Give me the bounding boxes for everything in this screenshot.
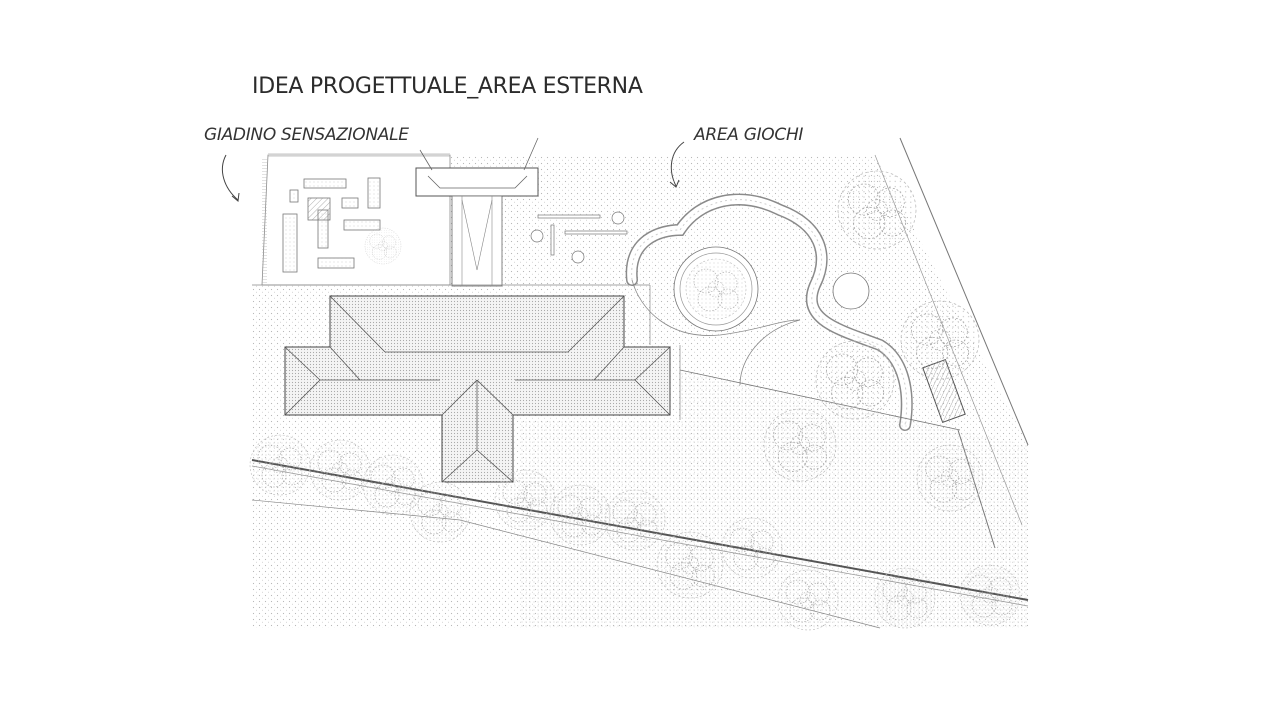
play-area-label: AREA GIOCHI [694, 125, 804, 145]
round-feature [832, 272, 870, 310]
entrance-canopy [415, 167, 539, 197]
garden-arrow-icon [222, 154, 239, 201]
page-title: IDEA PROGETTUALE_AREA ESTERNA [252, 74, 643, 99]
garden-label: GIADINO SENSAZIONALE [204, 125, 409, 145]
entrance-walkway [451, 195, 503, 287]
